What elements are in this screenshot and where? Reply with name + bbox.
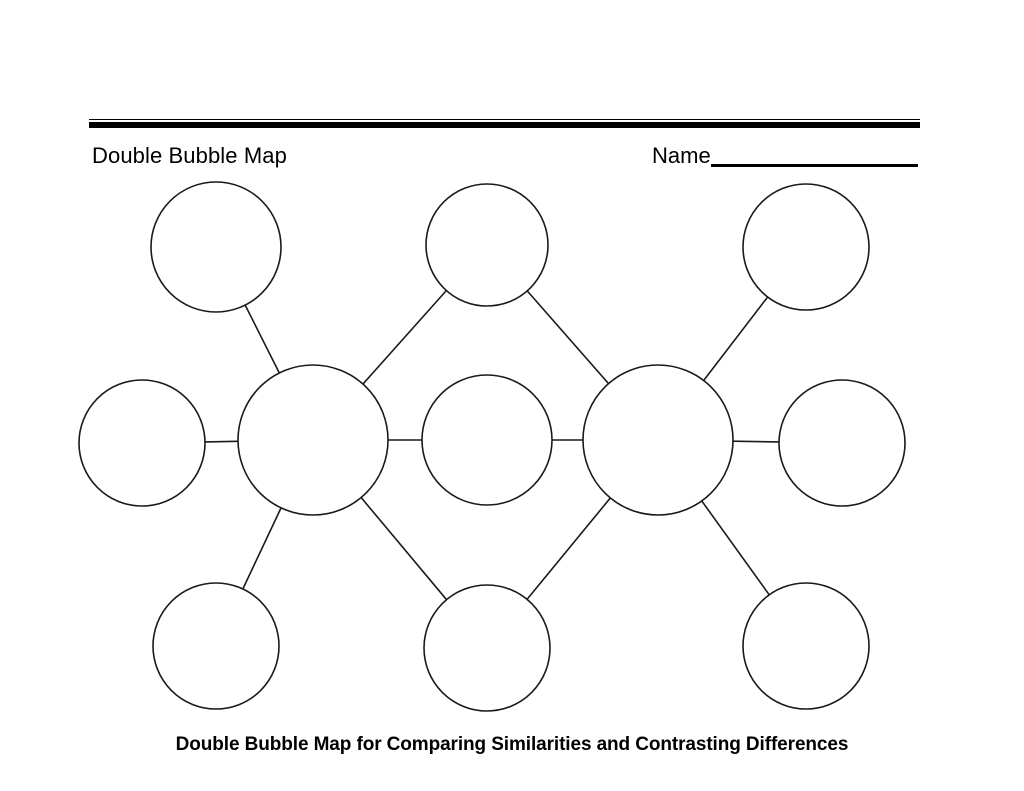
bubble-outline-top-left[interactable] <box>150 181 282 313</box>
bubble-outline-bottom-left[interactable] <box>152 582 280 710</box>
header-rule-thin-line <box>89 119 920 120</box>
bubble-connector-hub-right-to-top-center <box>526 290 610 385</box>
bubble-connector-hub-right-to-mid-far-right <box>732 440 780 443</box>
bubble-bottom-right[interactable] <box>742 582 870 710</box>
bubble-outline-bottom-right[interactable] <box>742 582 870 710</box>
bubble-bottom-left[interactable] <box>152 582 280 710</box>
bubble-outline-mid-far-left[interactable] <box>78 379 206 507</box>
bubble-bottom-center[interactable] <box>423 584 551 712</box>
bubble-connector-hub-left-to-bottom-left <box>242 507 282 590</box>
bubble-top-right[interactable] <box>742 183 870 311</box>
bubble-connector-hub-right-to-top-right <box>703 296 769 381</box>
bubble-outline-mid-far-right[interactable] <box>778 379 906 507</box>
name-write-in-line[interactable] <box>710 164 918 167</box>
bubble-hub-right[interactable] <box>582 364 734 516</box>
bubble-top-left[interactable] <box>150 181 282 313</box>
bubble-connector-hub-right-to-bottom-right <box>701 500 770 596</box>
page-title: Double Bubble Map <box>92 143 287 168</box>
bubble-outline-top-center[interactable] <box>425 183 549 307</box>
bubble-outline-mid-center[interactable] <box>421 374 553 506</box>
bubble-connector-hub-left-to-mid-far-left <box>204 440 239 443</box>
bubble-mid-far-left[interactable] <box>78 379 206 507</box>
bubble-outline-hub-right[interactable] <box>582 364 734 516</box>
bubble-outline-hub-left[interactable] <box>237 364 389 516</box>
bubble-connector-hub-left-to-top-left <box>244 304 281 374</box>
bubble-mid-center[interactable] <box>421 374 553 506</box>
bubble-top-center[interactable] <box>425 183 549 307</box>
bubble-outline-bottom-center[interactable] <box>423 584 551 712</box>
bubble-connector-hub-left-to-top-center <box>362 289 447 385</box>
header-rule-thick-bar <box>89 122 920 128</box>
bubble-outline-top-right[interactable] <box>742 183 870 311</box>
diagram-caption: Double Bubble Map for Comparing Similari… <box>175 734 849 755</box>
header-divider-rule <box>89 119 920 128</box>
bubble-mid-far-right[interactable] <box>778 379 906 507</box>
bubble-layer <box>78 181 906 712</box>
bubble-connector-hub-left-to-bottom-center <box>360 497 448 601</box>
bubble-hub-left[interactable] <box>237 364 389 516</box>
connector-layer <box>204 289 780 601</box>
bubble-connector-hub-right-to-bottom-center <box>526 497 611 600</box>
name-field-group[interactable]: Name <box>652 142 918 170</box>
name-label: Name <box>652 143 711 168</box>
